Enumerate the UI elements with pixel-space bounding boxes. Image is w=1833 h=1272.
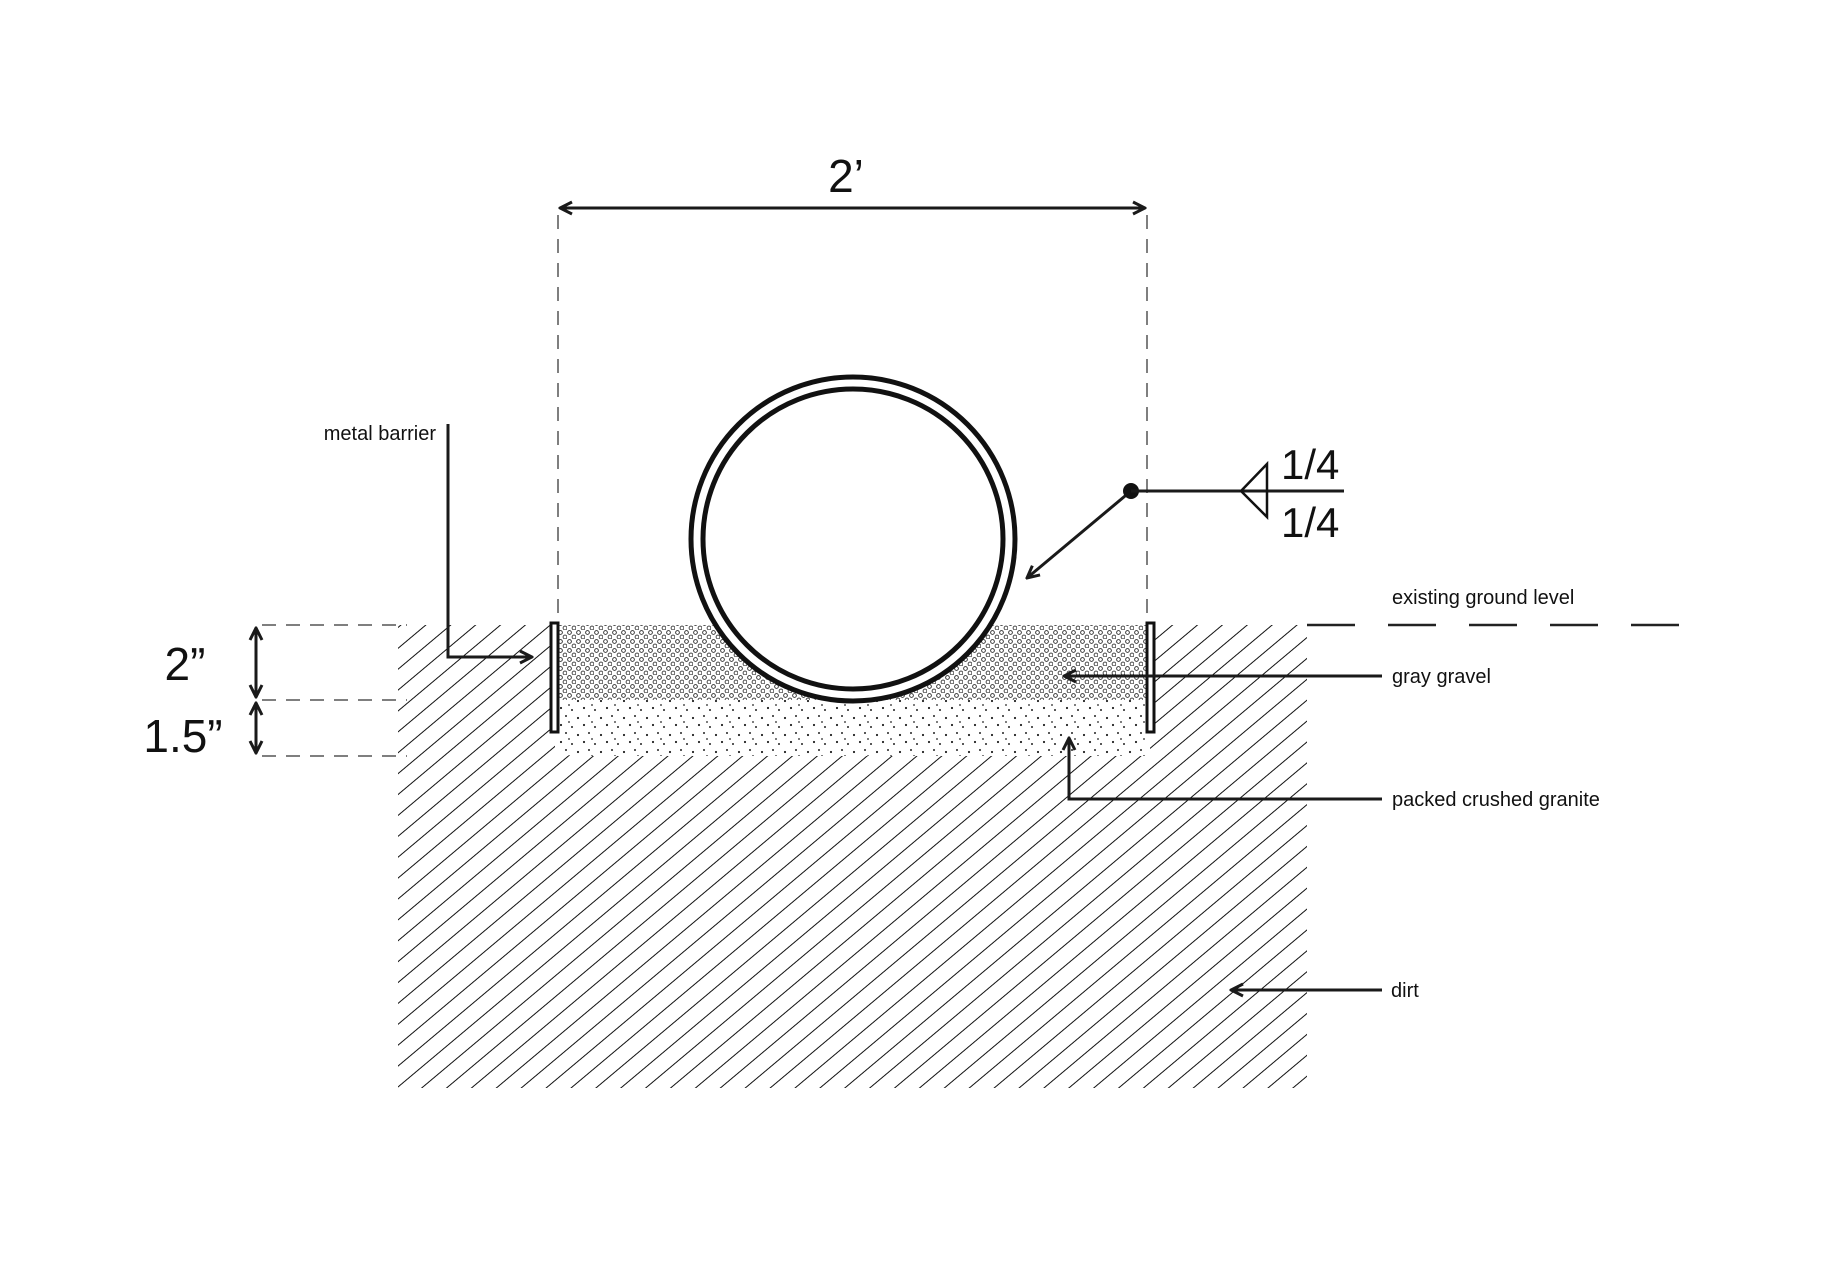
packed-crushed-granite-leader (1069, 738, 1382, 801)
width-dimension-label: 2’ (828, 150, 864, 202)
metal-barrier-label: metal barrier (324, 423, 437, 445)
pipe-inner-wall (700, 386, 1006, 692)
gray-gravel-label: gray gravel (1392, 666, 1491, 688)
packed-crushed-granite-layer (559, 700, 1146, 756)
packed-crushed-granite-label: packed crushed granite (1392, 789, 1600, 811)
weld-size-top: 1/4 (1281, 441, 1339, 488)
metal-barrier-leader (446, 424, 532, 657)
fillet-weld-icon (1239, 460, 1269, 521)
existing-ground-level-label: existing ground level (1392, 587, 1574, 609)
gravel-depth-label: 2” (165, 638, 206, 690)
dirt-label: dirt (1391, 980, 1419, 1002)
granite-depth-label: 1.5” (143, 710, 222, 762)
weld-leader-line (1027, 489, 1132, 578)
weld-size-bottom: 1/4 (1281, 499, 1339, 546)
left-metal-barrier (549, 621, 560, 734)
